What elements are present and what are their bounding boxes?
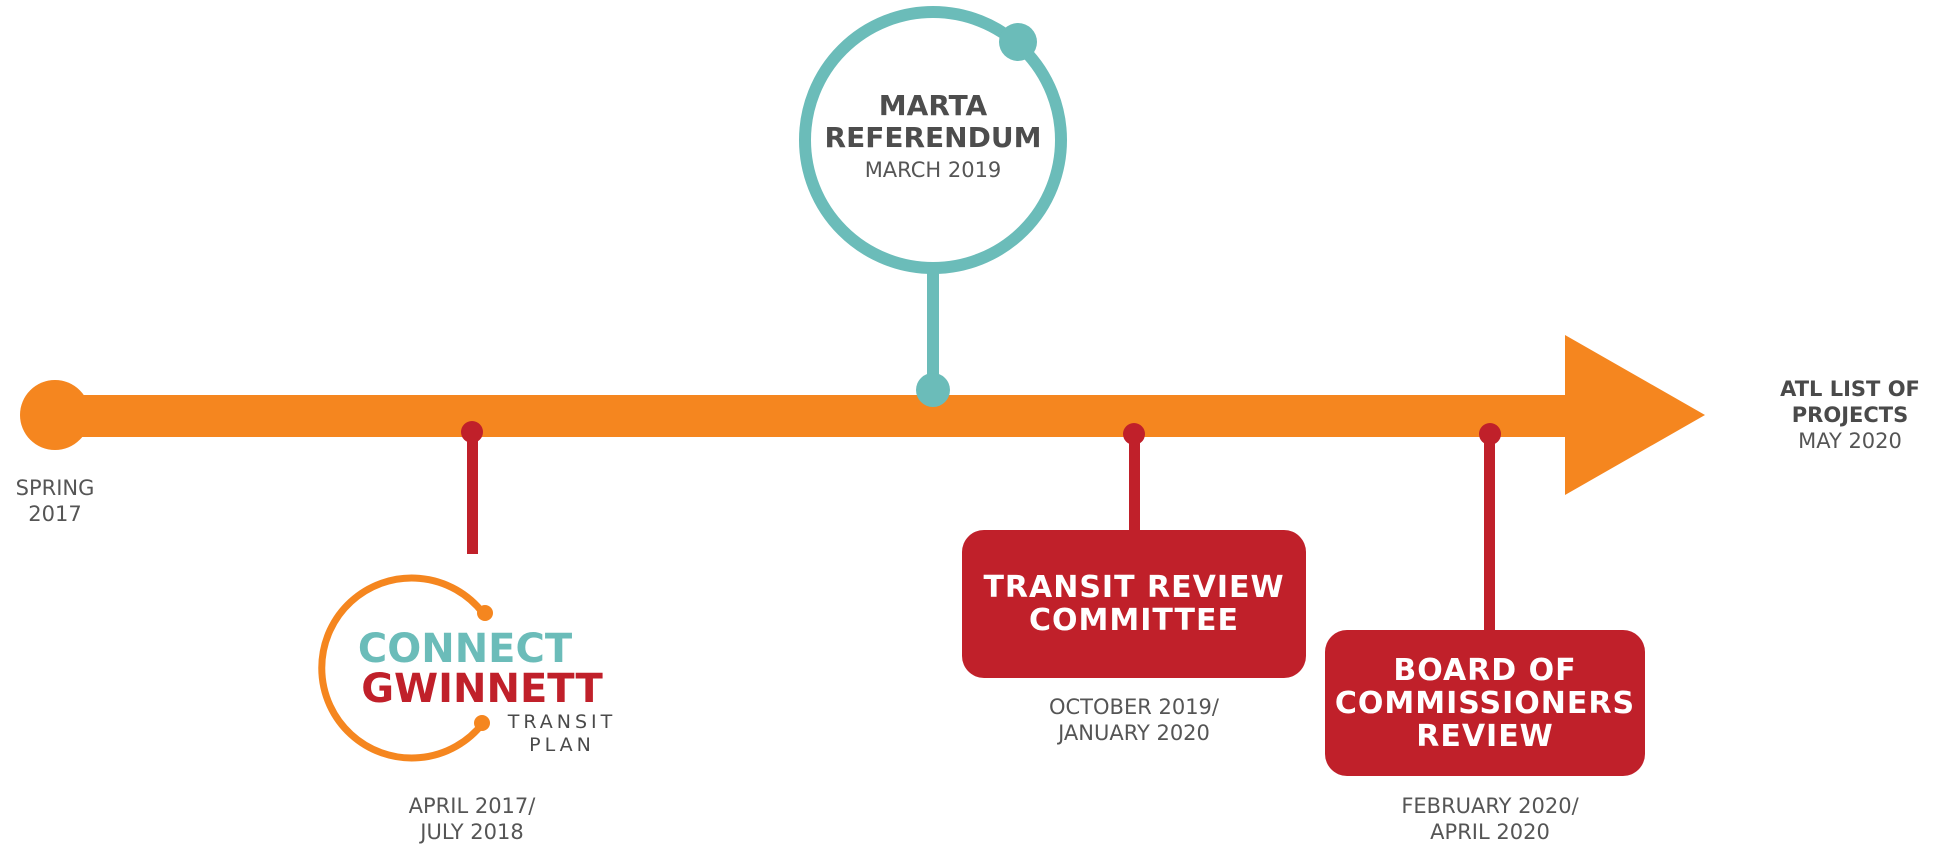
board-review-box: BOARD OF COMMISSIONERS REVIEW: [1325, 630, 1645, 776]
connect-gwinnett-date: APRIL 2017/ JULY 2018: [372, 793, 572, 845]
board-review-date-line1: FEBRUARY 2020/: [1401, 794, 1579, 818]
connect-gwinnett-logo-ring: [318, 574, 486, 762]
start-label-line2: 2017: [28, 502, 82, 526]
marta-circle-content: MARTA REFERENDUM MARCH 2019: [813, 89, 1053, 183]
end-date: MAY 2020: [1798, 429, 1902, 453]
board-review-date: FEBRUARY 2020/ APRIL 2020: [1370, 793, 1610, 845]
marta-circle-accent-dot: [999, 23, 1037, 61]
logo-word-transit: TRANSIT: [507, 711, 617, 733]
transit-review-box: TRANSIT REVIEW COMMITTEE: [962, 530, 1306, 678]
transit-review-date-line1: OCTOBER 2019/: [1048, 695, 1219, 719]
end-title-line2: PROJECTS: [1791, 403, 1909, 427]
timeline-end-label: ATL LIST OF PROJECTS MAY 2020: [1760, 376, 1940, 454]
marta-connector: [927, 268, 939, 388]
connect-gwinnett-date-line2: JULY 2018: [420, 820, 524, 844]
board-review-title-line3: REVIEW: [1416, 718, 1554, 754]
connect-gwinnett-date-line1: APRIL 2017/: [408, 794, 536, 818]
timeline-bar: [55, 395, 1575, 437]
board-review-marker-dot: [1479, 423, 1501, 445]
transit-review-title-line1: TRANSIT REVIEW: [983, 570, 1285, 605]
logo-word-plan: PLAN: [529, 734, 595, 756]
transit-review-date-line2: JANUARY 2020: [1058, 721, 1210, 745]
timeline-start-label: SPRING 2017: [10, 475, 100, 527]
marta-title-line1: MARTA: [878, 89, 988, 122]
start-label-line1: SPRING: [15, 476, 95, 500]
board-review-title-line1: BOARD OF: [1393, 652, 1577, 688]
marta-marker-dot: [916, 373, 950, 407]
connect-gwinnett-logo-dot-top: [477, 605, 493, 621]
connect-gwinnett-logo: CONNECT GWINNETT TRANSIT PLAN: [330, 628, 650, 758]
marta-title-line2: REFERENDUM: [824, 121, 1042, 154]
connect-gwinnett-logo-dot-bottom: [474, 715, 490, 731]
board-review-title-line2: COMMISSIONERS: [1334, 685, 1636, 721]
connect-gwinnett-connector: [467, 432, 478, 554]
end-title-line1: ATL LIST OF: [1780, 377, 1920, 401]
transit-review-marker-dot: [1123, 423, 1145, 445]
logo-word-gwinnett: GWINNETT: [361, 666, 603, 712]
connect-gwinnett-marker-dot: [461, 421, 483, 443]
logo-word-connect: CONNECT: [357, 626, 573, 672]
timeline-arrowhead: [1565, 335, 1705, 495]
board-review-date-line2: APRIL 2020: [1430, 820, 1550, 844]
transit-review-title-line2: COMMITTEE: [1029, 603, 1239, 638]
board-review-connector: [1484, 432, 1495, 632]
transit-review-date: OCTOBER 2019/ JANUARY 2020: [1004, 694, 1264, 746]
transit-review-connector: [1129, 432, 1140, 542]
marta-date: MARCH 2019: [864, 158, 1002, 182]
